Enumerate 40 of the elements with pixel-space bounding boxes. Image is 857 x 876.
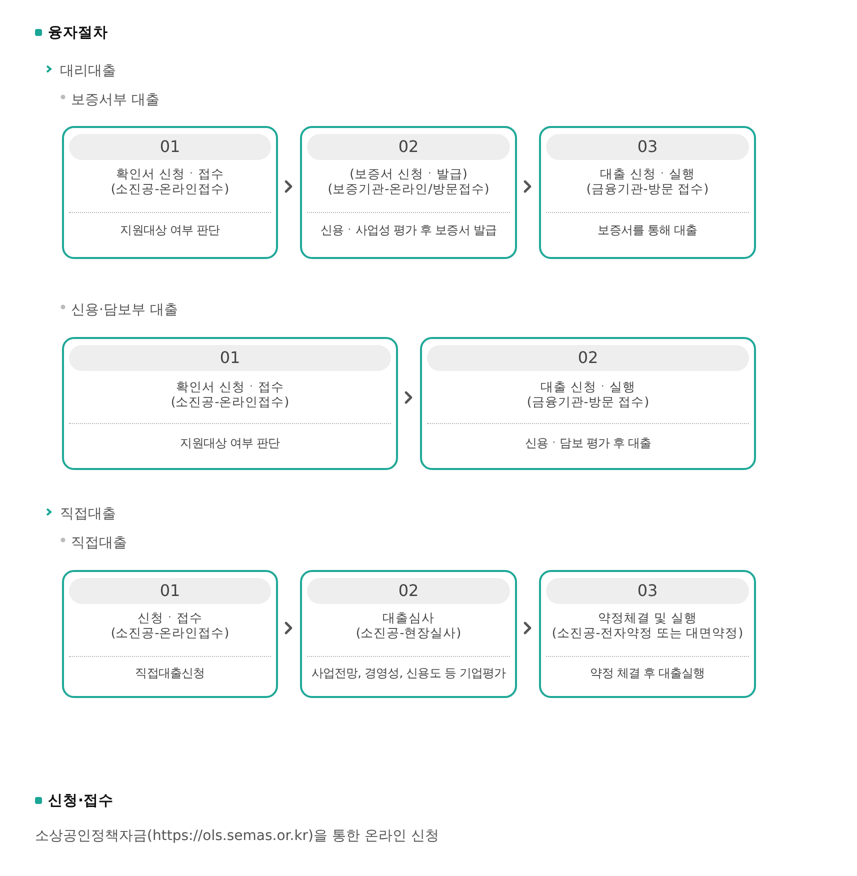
step-card [300,126,517,259]
step-description: 신용ㆍ담보 평가 후 대출 [524,436,652,451]
section-heading: 신청·접수 [48,792,114,810]
step-title: 대출 신청ㆍ실행 (금융기관-방문 접수) [585,166,710,196]
subheading: 보증서부 대출 [71,91,160,109]
paragraph: 소상공인정책자금(https://ols.semas.or.kr)을 통한 온라인 신청 [35,827,439,845]
step-card [62,337,398,470]
step-number-pill: 03 [546,134,749,160]
step-number-pill: 01 [69,578,271,604]
subheading: 직접대출 [60,505,116,523]
step-description: 지원대상 여부 판단 [119,223,221,238]
step-number-pill: 02 [307,578,510,604]
step-card [420,337,756,470]
step-title: 대출 신청ㆍ실행 (금융기관-방문 접수) [526,379,650,409]
step-description: 직접대출신청 [134,666,206,681]
subheading: 대리대출 [60,62,116,80]
step-title: 확인서 신청ㆍ접수 (소진공-온라인접수) [110,166,230,196]
step-description: 신용ㆍ사업성 평가 후 보증서 발급 [319,223,498,238]
step-card [62,126,278,259]
step-number-pill: 02 [307,134,510,160]
step-number-pill: 03 [546,578,749,604]
step-title: 대출심사 (소진공-현장실사) [354,610,462,640]
step-title: 약정체결 및 실행 (소진공-전자약정 또는 대면약정) [550,610,744,640]
step-description: 약정 체결 후 대출실행 [589,666,706,681]
step-card [300,570,517,698]
step-card [62,570,278,698]
step-number-pill: 01 [69,134,271,160]
step-card [539,126,756,259]
step-description: 사업전망, 경영성, 신용도 등 기업평가 [310,666,507,681]
step-description: 보증서를 통해 대출 [596,223,698,238]
subheading: 직접대출 [71,534,127,552]
step-card [539,570,756,698]
step-number-pill: 01 [69,345,391,371]
section-heading: 융자절차 [48,24,108,42]
step-number-pill: 02 [427,345,749,371]
subheading: 신용·담보부 대출 [71,301,178,319]
step-title: 신청ㆍ접수 (소진공-온라인접수) [110,610,230,640]
step-title: 확인서 신청ㆍ접수 (소진공-온라인접수) [170,379,290,409]
step-title: (보증서 신청ㆍ발급) (보증기관-온라인/방문접수) [326,166,490,196]
step-description: 지원대상 여부 판단 [179,436,281,451]
